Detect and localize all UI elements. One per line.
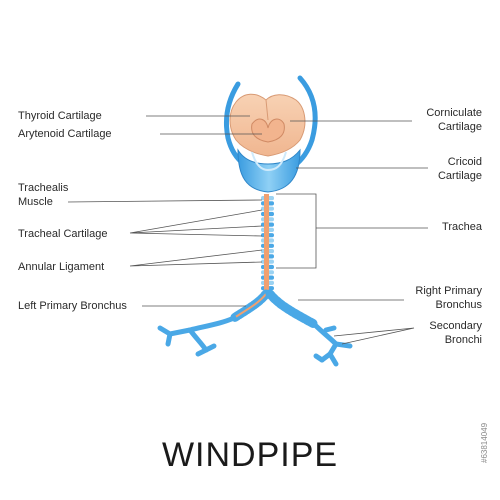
- right-horn: [291, 75, 318, 169]
- label-cricoid-line2: Cartilage: [437, 170, 482, 182]
- trachealis-muscle: [264, 194, 269, 294]
- label-secondary-line1: Secondary: [429, 320, 482, 332]
- cricoid-inner: [251, 151, 287, 172]
- left-primary-bronchus: [229, 289, 271, 323]
- label-annular-ligament: Annular Ligament: [18, 261, 105, 273]
- thyroid-notch: [265, 99, 269, 121]
- label-arytenoid-cartilage: Arytenoid Cartilage: [18, 128, 112, 140]
- right-secondary-bronchi: [311, 321, 353, 367]
- label-right-primary-line1: Right Primary: [415, 285, 482, 297]
- label-trachealis-line2: Muscle: [18, 196, 53, 208]
- label-secondary-line2: Bronchi: [444, 334, 482, 346]
- diagram-title: WINDPIPE: [161, 436, 339, 474]
- label-cricoid-line1: Cricoid: [447, 156, 482, 168]
- label-trachealis-line1: Trachealis: [18, 182, 69, 194]
- label-right-primary-line2: Bronchus: [435, 299, 482, 311]
- left-horn: [223, 81, 247, 167]
- label-corniculate-line1: Corniculate: [426, 107, 482, 119]
- label-thyroid-cartilage: Thyroid Cartilage: [18, 110, 102, 122]
- label-corniculate-line2: Cartilage: [437, 121, 482, 133]
- left-secondary-bronchi: [157, 315, 237, 357]
- leader-lines: [67, 115, 428, 345]
- label-trachea: Trachea: [442, 221, 482, 233]
- stock-id: #63814049: [480, 422, 489, 464]
- cricoid-cartilage: [237, 148, 301, 193]
- arytenoid-cartilage: [251, 118, 285, 143]
- right-primary-bronchus: [265, 289, 319, 329]
- label-tracheal-cartilage: Tracheal Cartilage: [18, 228, 108, 240]
- label-left-primary-bronchus: Left Primary Bronchus: [18, 300, 127, 312]
